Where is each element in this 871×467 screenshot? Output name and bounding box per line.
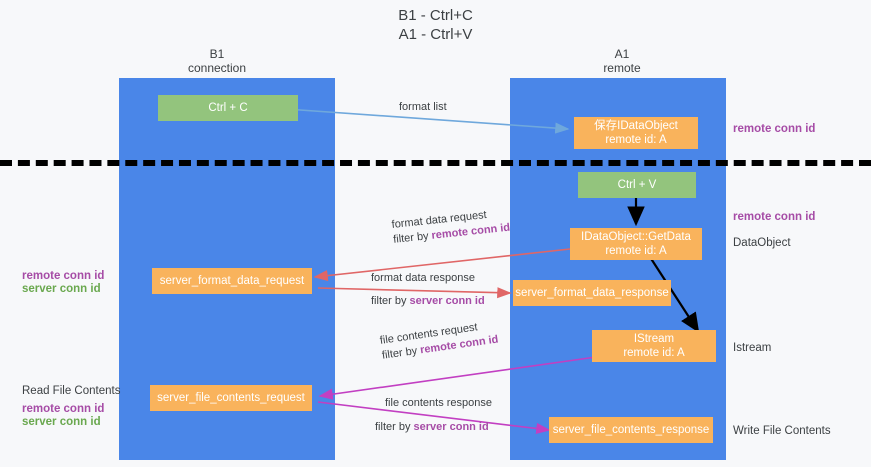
edge-label-format-data-response-prefix: filter by <box>371 295 410 307</box>
edge-label-format-data-response: format data response filter by server co… <box>371 271 485 309</box>
node-istream-line-1: IStream <box>633 333 675 345</box>
node-istream-line-2: remote id: A <box>623 347 685 359</box>
edge-label-file-contents-response-key: server conn id <box>413 421 489 433</box>
edge-label-format-list: format list <box>399 100 447 115</box>
edge-label-file-contents-response-prefix: filter by <box>375 421 414 433</box>
node-istream[interactable]: IStream remote id: A <box>592 330 716 362</box>
node-ctrl-c-label: Ctrl + C <box>208 102 248 114</box>
annotation-right-remote-conn-id-mid: remote conn id <box>733 211 816 223</box>
edge-label-file-contents-response: file contents response filter by server … <box>375 396 493 435</box>
node-ctrl-c[interactable]: Ctrl + C <box>158 95 298 121</box>
node-server-file-contents-request[interactable]: server_file_contents_request <box>150 385 312 411</box>
annotation-right-istream: Istream <box>733 342 772 354</box>
annotation-left-read-file-contents: Read File Contents <box>22 385 121 397</box>
edge-label-file-contents-request-prefix: filter by <box>381 344 422 362</box>
node-getdata[interactable]: IDataObject::GetData remote id: A <box>570 228 702 260</box>
edge-label-format-list-text: format list <box>399 101 447 113</box>
node-save-idataobject[interactable]: 保存IDataObject remote id: A <box>574 117 698 149</box>
column-header-a1-name: A1 <box>614 47 630 61</box>
edge-label-format-data-request-prefix: filter by <box>392 229 433 246</box>
annotation-left-server-conn-id-mid: server conn id <box>22 283 101 295</box>
diagram-title-line-2: A1 - Ctrl+V <box>398 26 473 43</box>
annotation-left-server-conn-id-bot: server conn id <box>22 416 101 428</box>
diagram-title-line-1: B1 - Ctrl+C <box>398 7 473 24</box>
column-header-a1-role: remote <box>603 61 641 75</box>
edge-label-format-data-response-key: server conn id <box>409 295 485 307</box>
phase-divider <box>0 160 871 166</box>
node-getdata-line-2: remote id: A <box>605 245 667 257</box>
column-header-b1-role: connection <box>187 61 247 75</box>
node-save-idataobject-line-1: 保存IDataObject <box>594 120 678 132</box>
node-ctrl-v[interactable]: Ctrl + V <box>578 172 696 198</box>
annotation-right-write-file-contents: Write File Contents <box>733 425 831 437</box>
edge-label-format-data-response-line-2: filter by server conn id <box>371 294 485 309</box>
column-header-b1-name: B1 <box>209 47 225 61</box>
node-server-file-contents-request-label: server_file_contents_request <box>157 392 305 404</box>
annotation-right-remote-conn-id-top: remote conn id <box>733 123 816 135</box>
column-header-a1: A1 remote <box>542 47 702 75</box>
column-header-b1: B1 connection <box>137 47 297 75</box>
edge-label-format-data-response-line-1: format data response <box>371 272 475 284</box>
annotation-right-dataobject: DataObject <box>733 237 791 249</box>
node-server-file-contents-response[interactable]: server_file_contents_response <box>549 417 713 443</box>
edge-label-file-contents-request: file contents request filter by remote c… <box>379 318 499 364</box>
node-save-idataobject-line-2: remote id: A <box>605 134 667 146</box>
node-server-format-data-response[interactable]: server_format_data_response <box>513 280 671 306</box>
node-server-format-data-request[interactable]: server_format_data_request <box>152 268 312 294</box>
annotation-left-remote-conn-id-bot: remote conn id <box>22 403 105 415</box>
node-server-format-data-response-label: server_format_data_response <box>515 287 669 299</box>
node-getdata-line-1: IDataObject::GetData <box>581 231 691 243</box>
edge-label-file-contents-response-line-2: filter by server conn id <box>375 420 492 435</box>
node-ctrl-v-label: Ctrl + V <box>617 179 657 191</box>
node-server-format-data-request-label: server_format_data_request <box>159 275 305 287</box>
diagram-title: B1 - Ctrl+C A1 - Ctrl+V <box>0 6 871 44</box>
annotation-left-remote-conn-id-mid: remote conn id <box>22 270 105 282</box>
edge-label-format-data-request: format data request filter by remote con… <box>391 206 511 248</box>
node-server-file-contents-response-label: server_file_contents_response <box>552 424 710 436</box>
edge-label-file-contents-response-line-1: file contents response <box>385 397 493 409</box>
